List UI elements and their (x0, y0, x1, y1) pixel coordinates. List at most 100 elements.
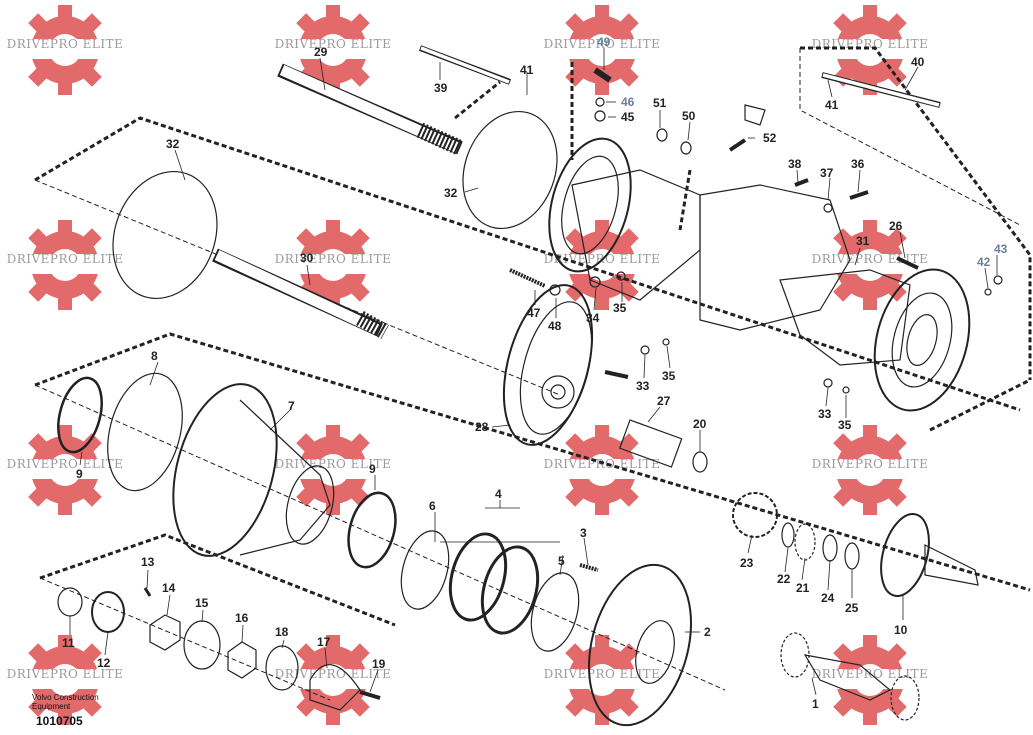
watermark-text: DRIVEPRO ELITE (6, 37, 124, 51)
watermark-gear-logo: DRIVEPRO ELITE (805, 210, 935, 320)
callout-38: 38 (788, 157, 802, 171)
watermark-gear-logo: DRIVEPRO ELITE (537, 625, 667, 735)
spindle-10 (880, 513, 979, 597)
brand-caption: Volvo Construction Equipment (32, 693, 132, 711)
watermark-gear-logo: DRIVEPRO ELITE (805, 0, 935, 105)
watermark-text: DRIVEPRO ELITE (274, 252, 392, 266)
callout-labels: 29 39 41 49 46 45 51 50 52 38 37 36 26 3… (62, 35, 1008, 711)
callout-7: 7 (288, 399, 295, 413)
brand-line-1: Volvo Construction (32, 693, 99, 702)
callout-21: 21 (796, 581, 810, 595)
ring-24 (822, 534, 838, 562)
watermark-gear-logo: DRIVEPRO ELITE (805, 415, 935, 525)
callout-41: 41 (520, 63, 534, 77)
callout-50: 50 (682, 109, 696, 123)
pin-39 (418, 45, 512, 85)
ring-8 (107, 372, 183, 492)
ring-4b (480, 545, 540, 635)
callout-9b: 9 (369, 462, 376, 476)
callout-8: 8 (151, 349, 158, 363)
callout-10: 10 (894, 623, 908, 637)
axle-thumbnail-1 (780, 632, 920, 721)
callout-30: 30 (300, 251, 314, 265)
callout-19: 19 (372, 657, 386, 671)
callout-36: 36 (851, 157, 865, 171)
watermark-text: DRIVEPRO ELITE (6, 457, 124, 471)
callout-12: 12 (97, 656, 111, 670)
ring-22 (781, 522, 795, 548)
ring-6 (400, 530, 450, 610)
callout-29: 29 (314, 45, 328, 59)
watermark-text: DRIVEPRO ELITE (811, 457, 929, 471)
hub-7 (172, 383, 335, 557)
callout-24: 24 (821, 591, 835, 605)
fasteners-top (593, 67, 1003, 296)
seal-9 (57, 376, 103, 454)
callout-3: 3 (580, 526, 587, 540)
callout-45: 45 (621, 110, 635, 124)
ring-25 (844, 542, 860, 570)
callout-35b: 35 (662, 369, 676, 383)
callout-23: 23 (740, 556, 754, 570)
callout-40: 40 (911, 55, 925, 69)
callout-16: 16 (235, 611, 249, 625)
callout-4: 4 (495, 487, 502, 501)
watermark-gear-logo: DRIVEPRO ELITE (268, 415, 398, 525)
watermark-gear-logo: DRIVEPRO ELITE (537, 0, 667, 105)
watermark-text: DRIVEPRO ELITE (811, 252, 929, 266)
gear-23 (732, 492, 778, 538)
callout-41b: 41 (825, 98, 839, 112)
callout-52: 52 (763, 131, 777, 145)
callout-26: 26 (889, 219, 903, 233)
watermark-text: DRIVEPRO ELITE (543, 667, 661, 681)
callout-9a: 9 (76, 467, 83, 481)
callout-17: 17 (317, 635, 331, 649)
callout-13: 13 (141, 555, 155, 569)
watermark-gear-logo: DRIVEPRO ELITE (0, 0, 130, 105)
axle-housing-31 (548, 137, 971, 412)
watermark-text: DRIVEPRO ELITE (543, 37, 661, 51)
wheel-hub-2 (579, 563, 692, 727)
shaft-29 (277, 63, 464, 156)
shaft-30 (212, 248, 389, 339)
disc-32-left (112, 170, 218, 300)
callout-42: 42 (977, 255, 991, 269)
callout-25: 25 (845, 601, 859, 615)
callout-33b: 33 (818, 407, 832, 421)
document-number: 1010705 (36, 714, 83, 728)
callout-2: 2 (704, 625, 711, 639)
callout-28: 28 (475, 420, 489, 434)
bearing-9 (347, 491, 397, 569)
callout-39: 39 (434, 81, 448, 95)
callout-32a: 32 (166, 137, 180, 151)
brand-line-2: Equipment (32, 702, 71, 711)
callout-34: 34 (586, 311, 600, 325)
callout-35c: 35 (838, 418, 852, 432)
callout-51: 51 (653, 96, 667, 110)
callout-43: 43 (994, 242, 1008, 256)
gear-21 (794, 523, 816, 561)
callout-27: 27 (657, 394, 671, 408)
watermark-gear-logo: DRIVEPRO ELITE (268, 210, 398, 320)
callout-18: 18 (275, 625, 289, 639)
callout-32b: 32 (444, 186, 458, 200)
callout-31: 31 (856, 234, 870, 248)
watermark-text: DRIVEPRO ELITE (6, 252, 124, 266)
watermark-text: DRIVEPRO ELITE (274, 667, 392, 681)
carrier-28 (502, 284, 594, 446)
watermark-gear-logo: DRIVEPRO ELITE (268, 625, 398, 735)
callout-20: 20 (693, 417, 707, 431)
watermark-gear-logo: DRIVEPRO ELITE (0, 625, 130, 735)
assembly-boundaries (34, 46, 1032, 701)
callout-48: 48 (548, 319, 562, 333)
callout-11: 11 (62, 636, 75, 650)
callout-46: 46 (621, 95, 635, 109)
callout-14: 14 (162, 581, 176, 595)
callout-1: 1 (812, 697, 819, 711)
callout-5: 5 (558, 554, 565, 568)
watermark-gear-logo: DRIVEPRO ELITE (537, 415, 667, 525)
disc-32-right (462, 110, 558, 230)
callout-35a: 35 (613, 301, 627, 315)
ring-5 (530, 572, 580, 652)
